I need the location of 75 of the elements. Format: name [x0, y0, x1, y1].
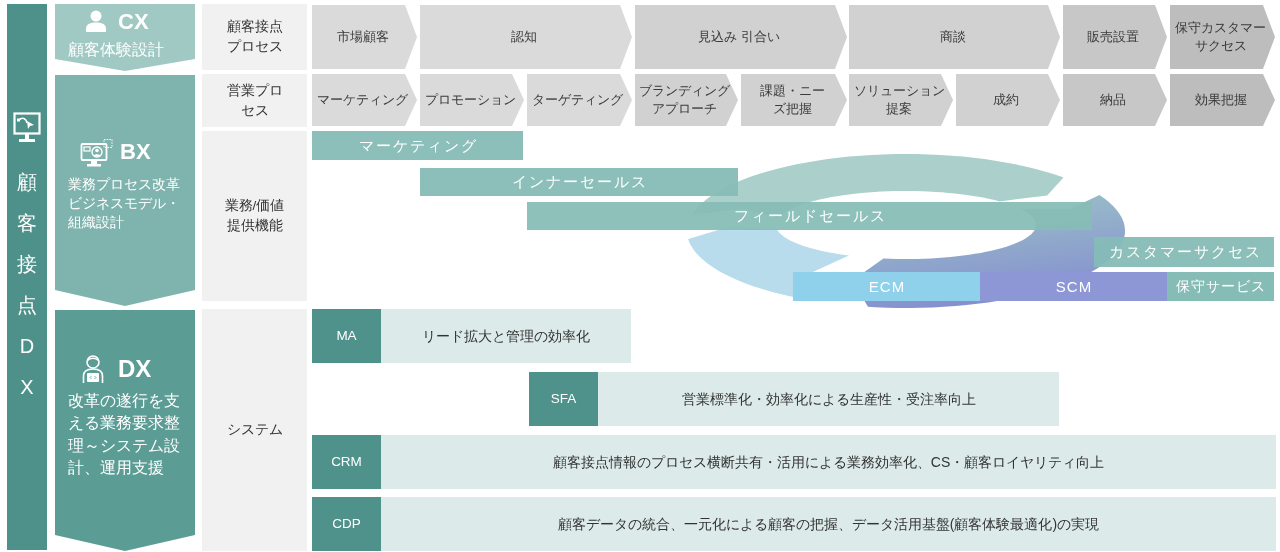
system-description: 顧客接点情報のプロセス横断共有・活用による業務効率化、CS・顧客ロイヤリティ向上	[551, 452, 1106, 472]
function-label: 保守サービス	[1175, 278, 1266, 295]
system-name: CDP	[332, 515, 361, 533]
row-title: システム	[226, 421, 283, 440]
process-step	[956, 74, 1060, 126]
process-step	[849, 5, 1060, 69]
function-bar	[1094, 237, 1274, 267]
system-description: 営業標準化・効率化による生産性・受注率向上	[680, 389, 977, 409]
stage-panel	[55, 310, 195, 551]
step-label: 納品	[1100, 91, 1126, 109]
function-label: インナーセールス	[511, 173, 648, 191]
function-bar	[1167, 272, 1274, 301]
process-step	[312, 5, 417, 69]
process-step	[1170, 5, 1275, 69]
process-step	[1063, 74, 1167, 126]
step-label: プロモーション	[424, 91, 516, 109]
step-label: 効果把握	[1194, 91, 1247, 109]
function-bar	[420, 168, 738, 196]
system-bar	[381, 309, 631, 363]
function-label: フィールドセールス	[733, 207, 887, 225]
function-bar	[980, 272, 1167, 301]
system-name: SFA	[550, 390, 577, 408]
process-step	[420, 5, 632, 69]
system-tag	[312, 435, 381, 489]
section-description: 顧客体験設計	[68, 40, 165, 60]
step-label: 認知	[511, 28, 537, 46]
process-step	[420, 74, 524, 126]
step-label: 見込み 引合い	[698, 28, 780, 46]
section-heading: BX	[120, 139, 151, 166]
step-label: 販売設置	[1087, 28, 1139, 46]
step-label: 成約	[993, 91, 1019, 109]
stage-panel	[55, 75, 195, 306]
step-label: 課題・ニーズ把握	[758, 82, 826, 118]
system-tag	[312, 309, 381, 363]
section-description: 業務プロセス改革ビジネスモデル・組織設計	[68, 176, 181, 232]
stage-panel	[55, 4, 195, 71]
process-step	[1063, 5, 1167, 69]
step-label: 保守カスタマーサクセス	[1174, 19, 1267, 55]
function-bar	[527, 202, 1092, 230]
vertical-title: 顧客接点DX	[17, 170, 37, 400]
function-label: カスタマーサクセス	[1107, 243, 1262, 261]
process-step	[635, 74, 738, 126]
step-label: マーケティング	[317, 91, 408, 109]
category-bar	[7, 4, 47, 550]
system-name: CRM	[331, 453, 362, 471]
function-bar	[793, 272, 980, 301]
step-label: ソリューション提案	[852, 82, 946, 118]
process-step	[312, 74, 417, 126]
system-bar	[381, 435, 1276, 489]
step-label: ターゲティング	[532, 91, 623, 109]
function-label: SCM	[1054, 277, 1093, 296]
process-step	[741, 74, 847, 126]
section-description: 改革の遂行を支える業務要求整理～システム設計、運用支援	[68, 391, 181, 479]
section-heading: DX	[118, 355, 152, 384]
function-label: マーケティング	[358, 136, 478, 155]
system-tag	[312, 497, 381, 551]
step-label: ブランディングアプローチ	[638, 82, 731, 118]
process-step	[635, 5, 847, 69]
row-title: 顧客接点プロセス	[226, 18, 283, 56]
row-title: 業務/価値提供機能	[223, 197, 286, 235]
step-label: 商談	[939, 28, 966, 46]
function-label: ECM	[867, 277, 906, 296]
process-step	[527, 74, 632, 126]
section-heading: CX	[118, 9, 149, 36]
system-description: リード拡大と管理の効率化	[421, 326, 591, 346]
function-bar	[312, 131, 523, 160]
system-bar	[381, 497, 1276, 551]
process-step	[1170, 74, 1275, 126]
system-tag	[529, 372, 598, 426]
system-name: MA	[336, 327, 357, 345]
process-step	[849, 74, 953, 126]
row-title: 営業プロセス	[226, 81, 283, 120]
step-label: 市場顧客	[336, 28, 389, 46]
system-description: 顧客データの統合、一元化による顧客の把握、データ活用基盤(顧客体験最適化)の実現	[556, 514, 1101, 534]
system-bar	[598, 372, 1059, 426]
